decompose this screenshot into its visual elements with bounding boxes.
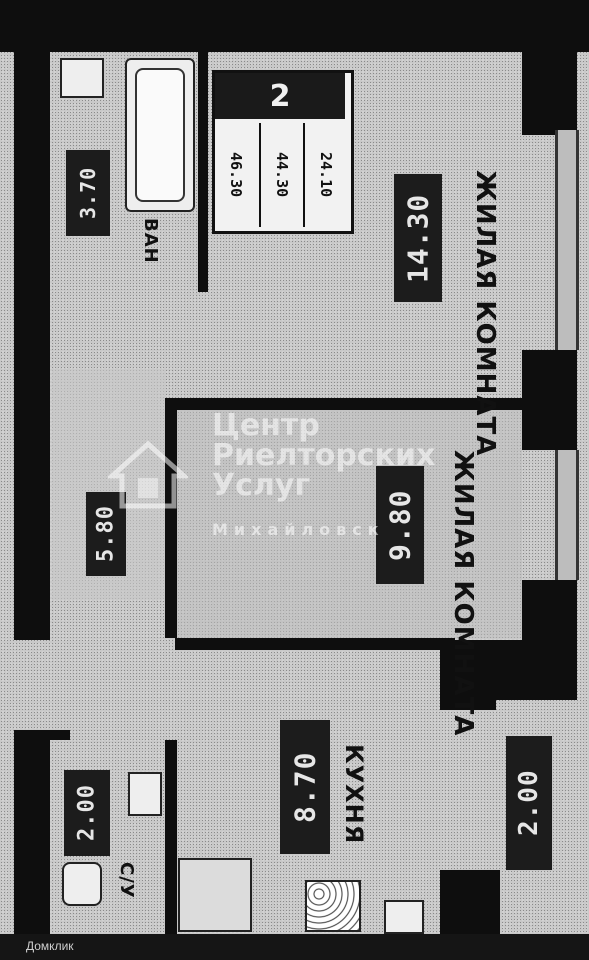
total-area: 44.30 — [259, 123, 303, 227]
living-room-1-label: ЖИЛАЯ КОМНАТА — [470, 170, 500, 457]
wall-kitchen-left — [165, 740, 177, 940]
living-room-1-area: 14.30 — [394, 174, 442, 302]
kitchen-label: КУХНЯ — [340, 744, 368, 845]
wall-room1-room2 — [175, 398, 522, 410]
balcony-area: 2.00 — [506, 736, 552, 870]
wall-hall-rooms — [165, 398, 177, 638]
footer-brand: Домклик — [26, 939, 74, 953]
outer-wall-right-top — [522, 40, 577, 135]
watermark-line-2: Риелторских — [212, 438, 436, 473]
kitchen-area: 8.70 — [280, 720, 330, 854]
toilet-icon — [62, 862, 102, 906]
rooms-count: 2 — [215, 73, 345, 119]
living-area: 24.10 — [303, 123, 347, 227]
window-1 — [555, 130, 579, 350]
kitchen-counter-icon — [178, 858, 252, 932]
watermark-line-1: Центр — [212, 408, 320, 443]
sink-icon — [60, 58, 104, 98]
toilet-area: 2.00 — [64, 770, 110, 856]
stove-icon — [305, 880, 361, 932]
living-room-2-label: ЖИЛАЯ КОМНАТА — [448, 450, 478, 737]
toilet-sink-icon — [128, 772, 162, 816]
bathtub-icon — [125, 58, 195, 212]
wall-balcony-bottom — [440, 870, 500, 940]
wall-toilet-top — [50, 730, 70, 740]
watermark-line-3: Услуг — [212, 468, 311, 503]
outer-wall-left-lower — [14, 730, 50, 940]
fridge-icon — [384, 900, 424, 934]
wall-bath-right — [198, 52, 208, 292]
house-logo-icon — [105, 440, 191, 510]
bathroom-area: 3.70 — [66, 150, 110, 236]
outer-wall-right-mid — [522, 350, 577, 450]
apartment-info-box: 2 46.30 44.30 24.10 — [212, 70, 354, 234]
total-area-balcony: 46.30 — [227, 152, 245, 198]
wall-balcony — [440, 700, 496, 710]
outer-wall-left — [14, 40, 50, 640]
bathroom-label: ВАН — [140, 218, 161, 264]
toilet-label: С/У — [116, 862, 137, 899]
watermark-line-4: Михайловск — [212, 520, 385, 539]
room2-area — [177, 410, 522, 638]
wall-room2-kitchen — [175, 638, 455, 650]
window-2 — [555, 450, 579, 580]
footer-bar: Домклик — [0, 934, 589, 960]
outer-wall-top — [0, 0, 589, 52]
outer-wall-bottom-right — [440, 640, 577, 700]
